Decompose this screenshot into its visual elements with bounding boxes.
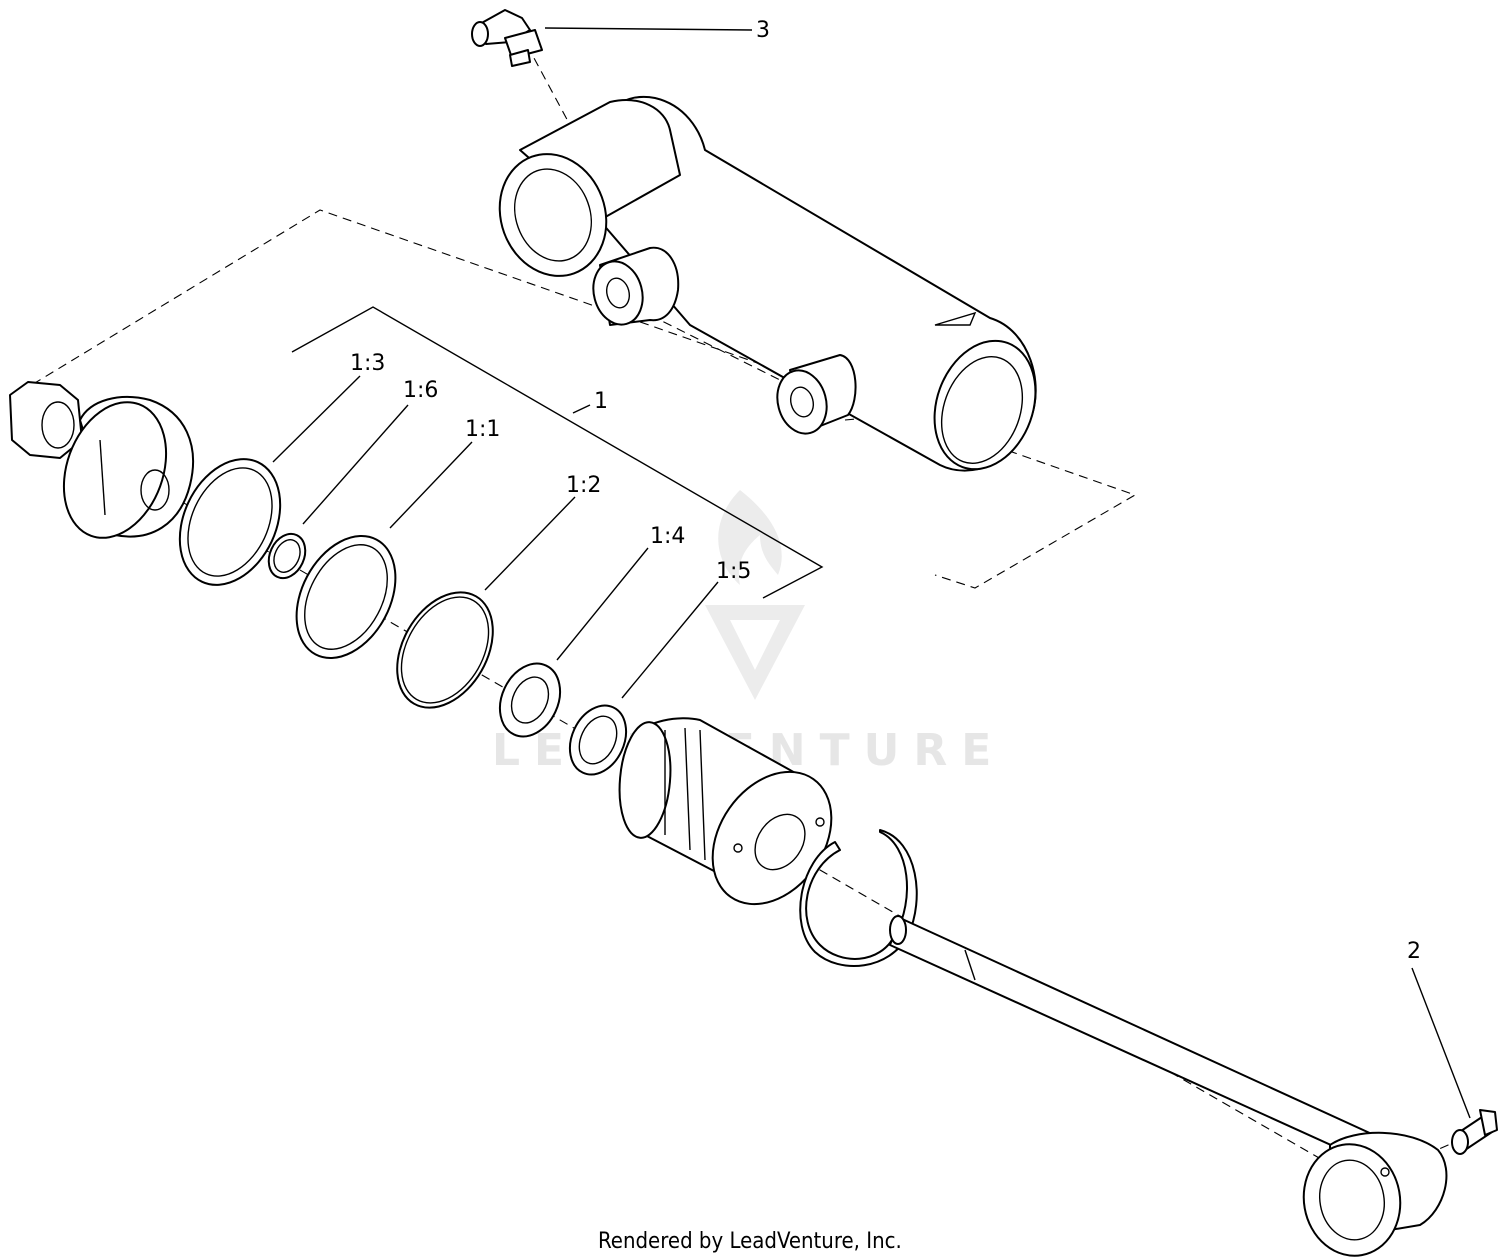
bushing-upper <box>592 246 680 326</box>
callout-1-2: 1:2 <box>566 473 601 498</box>
callout-labels: 3 1 1:3 1:6 1:1 1:2 1:4 1:5 2 <box>350 18 1421 964</box>
callout-1-3: 1:3 <box>350 351 385 376</box>
seal-1-1 <box>295 535 397 659</box>
bushing-lower <box>776 354 857 435</box>
assembly-1-bracket <box>291 306 824 599</box>
callout-1-5: 1:5 <box>716 559 751 584</box>
seal-1-3 <box>178 458 282 586</box>
footer-credit: Rendered by LeadVenture, Inc. <box>598 1229 902 1254</box>
leader-lines <box>272 27 1471 1119</box>
piston-rod <box>889 915 1448 1257</box>
gland-head <box>62 396 195 539</box>
o-ring-1-2 <box>396 591 494 709</box>
callout-1-6: 1:6 <box>403 378 438 403</box>
leadventure-watermark: LEADVENTURE <box>492 490 991 776</box>
watermark-v-icon <box>705 605 805 700</box>
o-ring-1-6 <box>267 532 307 580</box>
callout-1: 1 <box>594 389 608 414</box>
hex-nut <box>9 381 83 459</box>
piston <box>618 717 833 906</box>
cylinder-barrel <box>498 95 1037 472</box>
callout-3: 3 <box>756 18 770 43</box>
callout-2: 2 <box>1407 939 1421 964</box>
wiper-1-4 <box>498 662 562 738</box>
grease-fitting-bottom <box>1451 1109 1498 1155</box>
watermark-flame-icon <box>718 490 782 585</box>
grease-fitting-top <box>471 9 543 67</box>
callout-1-1: 1:1 <box>465 417 500 442</box>
callout-1-4: 1:4 <box>650 524 685 549</box>
seal-1-5 <box>568 704 628 776</box>
